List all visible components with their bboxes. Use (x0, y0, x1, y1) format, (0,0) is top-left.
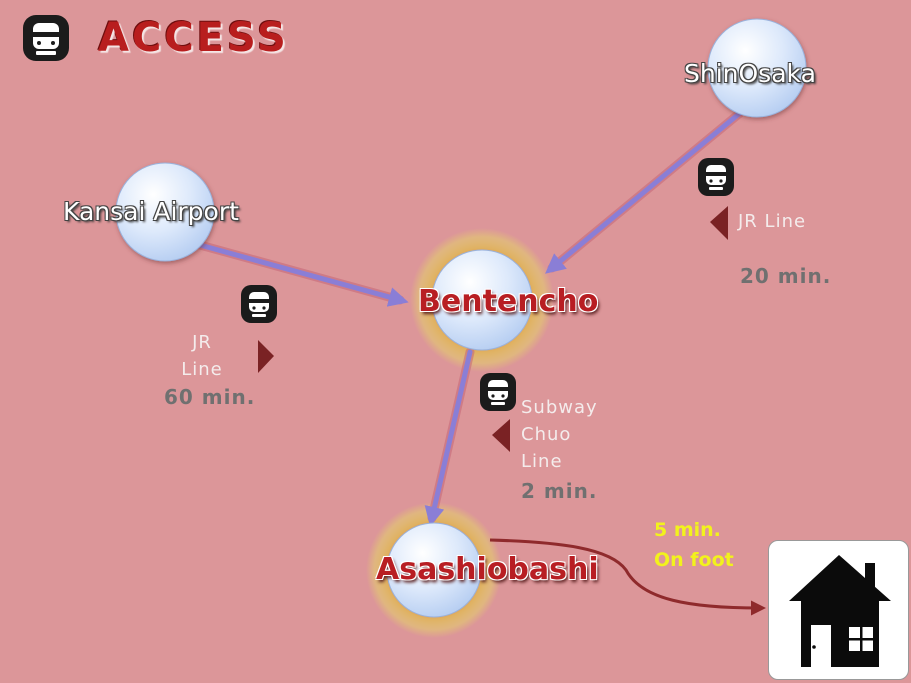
walk-mode: On foot (654, 549, 734, 571)
route-line-subway-3: Line (521, 451, 563, 472)
train-icon (698, 158, 734, 196)
route-time-shinosaka: 20 min. (740, 264, 832, 288)
station-label-kansai-airport: Kansai Airport (63, 197, 239, 226)
station-label-shinosaka: ShinOsaka (684, 59, 816, 88)
route-line-shinosaka: JR Line (738, 211, 807, 232)
route-line-subway-1: Subway (521, 397, 598, 418)
walk-arrow (489, 538, 766, 616)
walk-time: 5 min. (654, 519, 721, 541)
direction-triangle-kansai (258, 340, 274, 373)
station-circle-kansai-airport (115, 162, 215, 262)
train-icon (241, 285, 277, 323)
route-line-kansai-2: Line (181, 359, 223, 380)
train-icon (480, 373, 516, 411)
station-label-asashiobashi: Asashiobashi (376, 552, 599, 587)
station-label-bentencho: Bentencho (418, 284, 599, 319)
station-circle-bentencho (431, 249, 533, 351)
page-title: ACCESS (98, 15, 289, 61)
house-icon (789, 555, 891, 667)
route-line-kansai-1: JR (192, 332, 212, 353)
train-icon (23, 15, 69, 61)
station-circle-asashiobashi (386, 522, 482, 618)
route-line-subway-2: Chuo (521, 424, 572, 445)
route-time-kansai: 60 min. (164, 385, 256, 409)
direction-triangle-shinosaka (710, 206, 728, 240)
route-time-subway: 2 min. (521, 479, 598, 503)
station-circle-shinosaka (707, 18, 807, 118)
home-card (768, 540, 909, 680)
route-arrows (195, 108, 745, 527)
direction-triangle-subway (492, 419, 510, 452)
